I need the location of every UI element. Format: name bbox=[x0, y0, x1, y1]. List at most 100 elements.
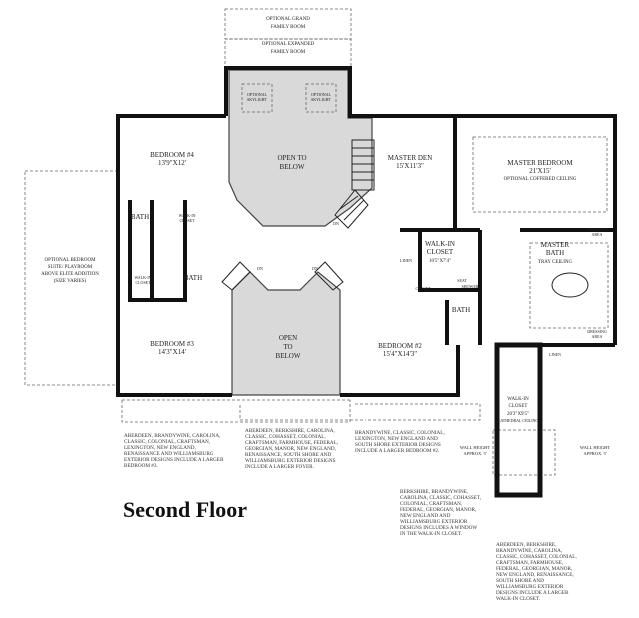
svg-text:WALK-IN: WALK-IN bbox=[178, 213, 195, 218]
svg-text:OPEN TO: OPEN TO bbox=[277, 154, 306, 162]
svg-text:BATH: BATH bbox=[546, 249, 564, 257]
svg-text:DN: DN bbox=[257, 266, 263, 271]
svg-text:WILLIAMSBURG EXTERIOR: WILLIAMSBURG EXTERIOR bbox=[496, 584, 564, 590]
svg-text:15'X11'3": 15'X11'3" bbox=[396, 162, 424, 170]
walk-in-closet-large bbox=[494, 342, 543, 498]
room-labels: OPTIONAL GRAND FAMILY ROOM OPTIONAL EXPA… bbox=[41, 17, 610, 456]
svg-text:WALK-IN: WALK-IN bbox=[507, 397, 529, 402]
svg-text:CLOSET: CLOSET bbox=[415, 286, 431, 291]
svg-text:CRAFTSMAN, FARMHOUSE,: CRAFTSMAN, FARMHOUSE, bbox=[496, 560, 563, 566]
svg-text:WALL HEIGHT: WALL HEIGHT bbox=[580, 445, 610, 450]
svg-text:BERKSHIRE, BRANDYWINE,: BERKSHIRE, BRANDYWINE, bbox=[400, 489, 468, 495]
open-to-below-lower bbox=[231, 271, 341, 396]
svg-text:CLOSET: CLOSET bbox=[179, 218, 195, 223]
svg-text:BATH: BATH bbox=[131, 213, 149, 221]
svg-text:BELOW: BELOW bbox=[280, 163, 305, 171]
svg-text:FAMILY ROOM: FAMILY ROOM bbox=[271, 25, 306, 30]
optional-extensions bbox=[121, 399, 481, 423]
note-larger-closet: ABERDEEN, BERKSHIRE,BRANDYWINE, CAROLINA… bbox=[496, 542, 577, 602]
svg-text:15'4"X14'3": 15'4"X14'3" bbox=[383, 350, 417, 358]
svg-text:OPTIONAL: OPTIONAL bbox=[247, 92, 268, 97]
svg-text:AREA: AREA bbox=[592, 232, 603, 237]
svg-text:MASTER DEN: MASTER DEN bbox=[388, 154, 433, 162]
optional-closet-extension bbox=[492, 429, 556, 476]
note-bedroom2: BRANDYWINE, CLASSIC, COLONIAL,LEXINGTON,… bbox=[355, 430, 445, 454]
svg-text:OPTIONAL: OPTIONAL bbox=[311, 92, 332, 97]
stairs bbox=[221, 139, 375, 291]
svg-text:OPTIONAL GRAND: OPTIONAL GRAND bbox=[266, 17, 310, 22]
note-bedroom3: ABERDEEN, BRANDYWINE, CAROLINA,CLASSIC, … bbox=[124, 433, 224, 469]
svg-text:BELOW: BELOW bbox=[276, 352, 301, 360]
optional-grand-family-room bbox=[224, 8, 352, 40]
svg-text:SKYLIGHT: SKYLIGHT bbox=[311, 97, 332, 102]
svg-text:CLASSIC, COHASSET, COLONIAL,: CLASSIC, COHASSET, COLONIAL, bbox=[496, 554, 577, 560]
svg-text:WALL HEIGHT: WALL HEIGHT bbox=[460, 445, 490, 450]
svg-text:14'3"X14': 14'3"X14' bbox=[158, 348, 186, 356]
optional-bedroom-suite bbox=[24, 170, 119, 386]
svg-text:DRESSING: DRESSING bbox=[587, 329, 607, 334]
svg-text:BRANDYWINE, CLASSIC, COLONIAL,: BRANDYWINE, CLASSIC, COLONIAL, bbox=[355, 430, 445, 436]
svg-text:ABERDEEN, BRANDYWINE, CAROLINA: ABERDEEN, BRANDYWINE, CAROLINA, bbox=[124, 433, 220, 439]
svg-text:EXTERIOR DESIGNS INCLUDE A LAR: EXTERIOR DESIGNS INCLUDE A LARGER bbox=[124, 457, 224, 463]
svg-text:SOUTH SHORE EXTERIOR DESIGNS: SOUTH SHORE EXTERIOR DESIGNS bbox=[355, 442, 441, 448]
svg-text:NEW ENGLAND AND: NEW ENGLAND AND bbox=[400, 513, 451, 519]
svg-text:BATH: BATH bbox=[452, 306, 470, 314]
svg-text:DN: DN bbox=[333, 221, 339, 226]
svg-text:RENAISSANCE, SOUTH SHORE AND: RENAISSANCE, SOUTH SHORE AND bbox=[245, 452, 331, 458]
svg-text:INCLUDE A LARGER FOYER.: INCLUDE A LARGER FOYER. bbox=[245, 464, 314, 470]
svg-text:WALK-IN: WALK-IN bbox=[425, 240, 455, 248]
svg-text:BATH: BATH bbox=[184, 274, 202, 282]
svg-text:CLASSIC, COHASSET, COLONIAL,: CLASSIC, COHASSET, COLONIAL, bbox=[245, 434, 326, 440]
page-title: Second Floor bbox=[123, 497, 248, 522]
svg-text:FAMILY ROOM: FAMILY ROOM bbox=[271, 50, 306, 55]
svg-text:DRESSING: DRESSING bbox=[587, 227, 607, 232]
svg-text:LINEN: LINEN bbox=[400, 258, 412, 263]
svg-text:LINEN: LINEN bbox=[549, 352, 561, 357]
svg-text:COLONIAL, CRAFTSMAN,: COLONIAL, CRAFTSMAN, bbox=[400, 501, 462, 507]
svg-text:MASTER BEDROOM: MASTER BEDROOM bbox=[507, 159, 573, 167]
tub-icon bbox=[551, 272, 589, 298]
svg-text:IN THE WALK-IN CLOSET.: IN THE WALK-IN CLOSET. bbox=[400, 531, 462, 537]
svg-text:OPTIONAL EXPANDED: OPTIONAL EXPANDED bbox=[262, 42, 315, 47]
coffered-ceiling bbox=[472, 136, 608, 213]
svg-text:CRAFTSMAN, FARMHOUSE, FEDERAL,: CRAFTSMAN, FARMHOUSE, FEDERAL, bbox=[245, 440, 338, 446]
design-notes: ABERDEEN, BRANDYWINE, CAROLINA, CLASSIC, … bbox=[124, 428, 577, 602]
svg-text:10'5"X7'4": 10'5"X7'4" bbox=[429, 259, 451, 264]
svg-text:CAROLINA, CLASSIC, COHASSET,: CAROLINA, CLASSIC, COHASSET, bbox=[400, 495, 481, 501]
svg-text:WALK-IN: WALK-IN bbox=[134, 275, 151, 280]
svg-text:BRANDYWINE, CAROLINA,: BRANDYWINE, CAROLINA, bbox=[496, 548, 562, 554]
svg-text:DESIGNS INCLUDE A LARGER: DESIGNS INCLUDE A LARGER bbox=[496, 590, 569, 596]
svg-text:RENAISSANCE AND WILLIAMSBURG: RENAISSANCE AND WILLIAMSBURG bbox=[124, 451, 214, 457]
note-closet-window: BERKSHIRE, BRANDYWINE,CAROLINA, CLASSIC,… bbox=[400, 489, 481, 537]
svg-text:LEXINGTON, NEW ENGLAND AND: LEXINGTON, NEW ENGLAND AND bbox=[355, 436, 438, 442]
svg-text:BEDROOM #3: BEDROOM #3 bbox=[150, 340, 194, 348]
svg-text:WILLIAMSBURG EXTERIOR DESIGNS: WILLIAMSBURG EXTERIOR DESIGNS bbox=[245, 458, 336, 464]
svg-text:ABERDEEN, BERKSHIRE, CAROLINA,: ABERDEEN, BERKSHIRE, CAROLINA, bbox=[245, 428, 335, 434]
tray-ceiling bbox=[529, 242, 609, 329]
svg-text:OPTIONAL COFFERED CEILING: OPTIONAL COFFERED CEILING bbox=[504, 177, 577, 182]
svg-text:CLOSET: CLOSET bbox=[427, 248, 454, 256]
svg-text:13'9"X12': 13'9"X12' bbox=[158, 159, 186, 167]
svg-text:GEORGIAN, MANOR, NEW ENGLAND,: GEORGIAN, MANOR, NEW ENGLAND, bbox=[245, 446, 336, 452]
svg-text:(SIZE VARIES): (SIZE VARIES) bbox=[54, 279, 87, 284]
svg-text:FEDERAL, GEORGIAN, MANOR,: FEDERAL, GEORGIAN, MANOR, bbox=[496, 566, 572, 572]
svg-text:APPROX. 5': APPROX. 5' bbox=[583, 451, 606, 456]
svg-text:ABOVE ELITE ADDITION: ABOVE ELITE ADDITION bbox=[41, 272, 99, 277]
svg-text:BEDROOM #3.: BEDROOM #3. bbox=[124, 463, 158, 469]
svg-text:OPTIONAL BEDROOM: OPTIONAL BEDROOM bbox=[44, 258, 96, 263]
svg-text:SOUTH SHORE AND: SOUTH SHORE AND bbox=[496, 578, 544, 584]
svg-text:APPROX. 5': APPROX. 5' bbox=[463, 451, 486, 456]
svg-text:CLOSET: CLOSET bbox=[509, 404, 528, 409]
svg-text:SUITE/ PLAYROOM: SUITE/ PLAYROOM bbox=[48, 265, 93, 270]
svg-text:DN: DN bbox=[312, 266, 318, 271]
note-foyer: ABERDEEN, BERKSHIRE, CAROLINA,CLASSIC, C… bbox=[245, 428, 338, 470]
svg-text:FEDERAL, GEORGIAN, MANOR,: FEDERAL, GEORGIAN, MANOR, bbox=[400, 507, 476, 513]
svg-text:CATHEDRAL CEILING: CATHEDRAL CEILING bbox=[498, 418, 539, 423]
svg-text:21'X15': 21'X15' bbox=[529, 167, 551, 175]
svg-text:TO: TO bbox=[283, 343, 292, 351]
svg-text:20'3"X9'5": 20'3"X9'5" bbox=[507, 412, 529, 417]
skylight-right bbox=[305, 83, 337, 113]
svg-text:BEDROOM #4: BEDROOM #4 bbox=[150, 151, 194, 159]
skylight-left bbox=[241, 83, 273, 113]
